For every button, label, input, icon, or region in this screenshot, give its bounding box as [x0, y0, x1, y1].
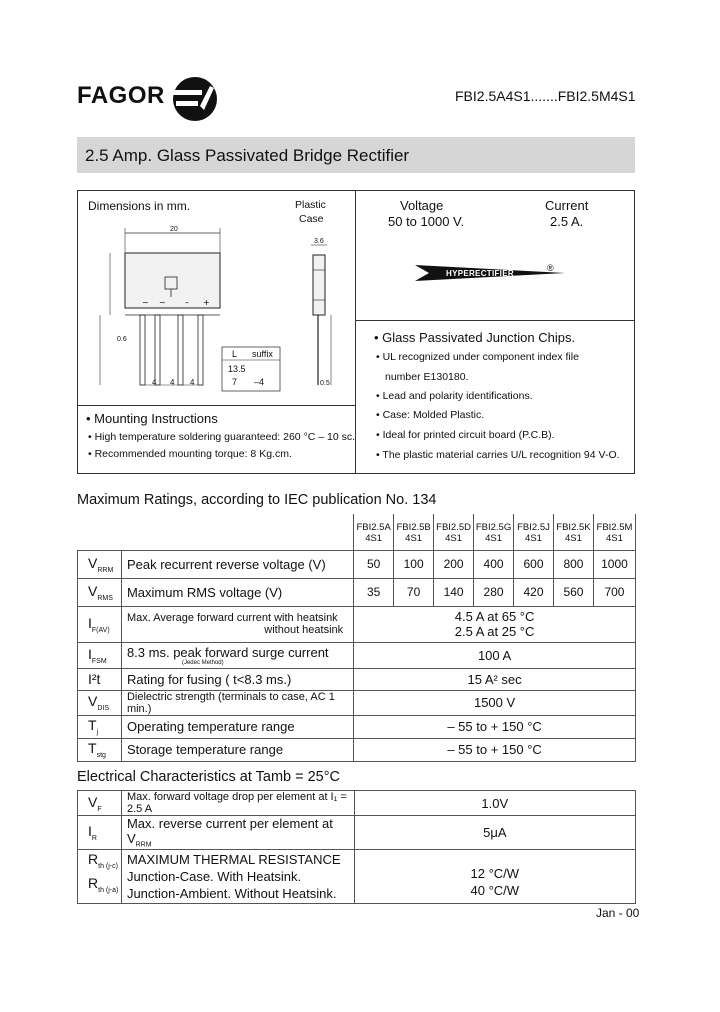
- dim-top: 20: [170, 226, 178, 233]
- suffix-row1-l: 13.5: [228, 364, 246, 374]
- suffix-header-l: L: [232, 349, 238, 359]
- brand-logo-text: FAGOR: [77, 82, 165, 109]
- mounting-heading: • Mounting Instructions: [86, 411, 218, 426]
- voltage-value: 50 to 1000 V.: [388, 214, 465, 229]
- table-row-ifav: IF(AV) Max. Average forward current with…: [77, 605, 636, 643]
- electrical-table: VF Max. forward voltage drop per element…: [77, 790, 637, 904]
- current-value: 2.5 A.: [550, 214, 584, 229]
- lead-spacing-1: 4: [152, 378, 157, 387]
- table-row-ifsm: IFSM 8.3 ms. peak forward surge current(…: [77, 641, 636, 669]
- dim-side: 3.6: [314, 238, 324, 245]
- svg-text:~: ~: [142, 298, 149, 307]
- lead-diameter: 0.6: [117, 336, 127, 343]
- hyperectifier-label: HYPERECTIFIER: [446, 269, 514, 278]
- table-row-i2t: I²t Rating for fusing ( t<8.3 ms.) 15 A²…: [77, 667, 636, 691]
- case-label-2: Case: [299, 213, 324, 225]
- registered-mark: ®: [547, 263, 554, 273]
- box-divider-vertical: [355, 190, 356, 474]
- svg-text:~: ~: [159, 298, 166, 307]
- fagor-logo-icon: [172, 77, 217, 121]
- hyperectifier-logo-icon: [415, 265, 565, 281]
- table-row-tj: Tj Operating temperature range – 55 to +…: [77, 714, 636, 739]
- part-range: FBI2.5A4S1.......FBI2.5M4S1: [455, 88, 636, 104]
- footer-date: Jan - 00: [596, 906, 640, 920]
- box-divider-horizontal: [355, 320, 635, 321]
- feature-item-4: • Case: Molded Plastic.: [376, 409, 485, 421]
- ratings-heading: Maximum Ratings, according to IEC public…: [77, 492, 437, 508]
- table-row-vf: VF Max. forward voltage drop per element…: [77, 790, 637, 816]
- lead-spacing-2: 4: [170, 378, 175, 387]
- table-row-vdis: VDIS Dielectric strength (terminals to c…: [77, 689, 636, 716]
- table-row-tstg: Tstg Storage temperature range – 55 to +…: [77, 737, 636, 762]
- feature-item-6: • The plastic material carries U/L recog…: [376, 449, 620, 461]
- lead-spacing-3: 4: [190, 378, 195, 387]
- dimensions-label: Dimensions in mm.: [88, 199, 191, 213]
- feature-item-3: • Lead and polarity identifications.: [376, 390, 533, 402]
- features-heading: • Glass Passivated Junction Chips.: [374, 330, 576, 345]
- mounting-item-1: • High temperature soldering guaranteed:…: [88, 431, 356, 443]
- box-divider-left: [77, 405, 355, 406]
- voltage-label: Voltage: [400, 198, 444, 213]
- page-title: 2.5 Amp. Glass Passivated Bridge Rectifi…: [85, 146, 410, 165]
- case-label-1: Plastic: [295, 199, 326, 211]
- package-drawing: ~ ~ – +: [99, 228, 332, 392]
- current-label: Current: [545, 198, 589, 213]
- suffix-header-suffix: suffix: [252, 349, 273, 359]
- title-bar: 2.5 Amp. Glass Passivated Bridge Rectifi…: [77, 137, 635, 173]
- lead-thickness: 0.5: [320, 380, 330, 387]
- spec-box: [77, 190, 635, 474]
- suffix-row2-l: 7: [232, 377, 238, 387]
- svg-text:–: –: [185, 298, 189, 307]
- svg-text:+: +: [203, 298, 210, 307]
- mounting-item-2: • Recommended mounting torque: 8 Kg.cm.: [88, 448, 292, 460]
- electrical-heading: Electrical Characteristics at Tamb = 25°…: [77, 769, 341, 785]
- feature-item-1: • UL recognized under component index fi…: [376, 351, 579, 363]
- table-row-ir: IR Max. reverse current per element at V…: [77, 815, 637, 850]
- suffix-row2-s: –4: [254, 377, 265, 387]
- feature-item-5: • Ideal for printed circuit board (P.C.B…: [376, 429, 555, 441]
- table-row-thermal: Rth (j-c) Rth (j-a) MAXIMUM THERMAL RESI…: [77, 848, 637, 904]
- table-row-vrrm: VRRM Peak recurrent reverse voltage (V) …: [77, 549, 637, 579]
- feature-item-2: number E130180.: [385, 371, 469, 383]
